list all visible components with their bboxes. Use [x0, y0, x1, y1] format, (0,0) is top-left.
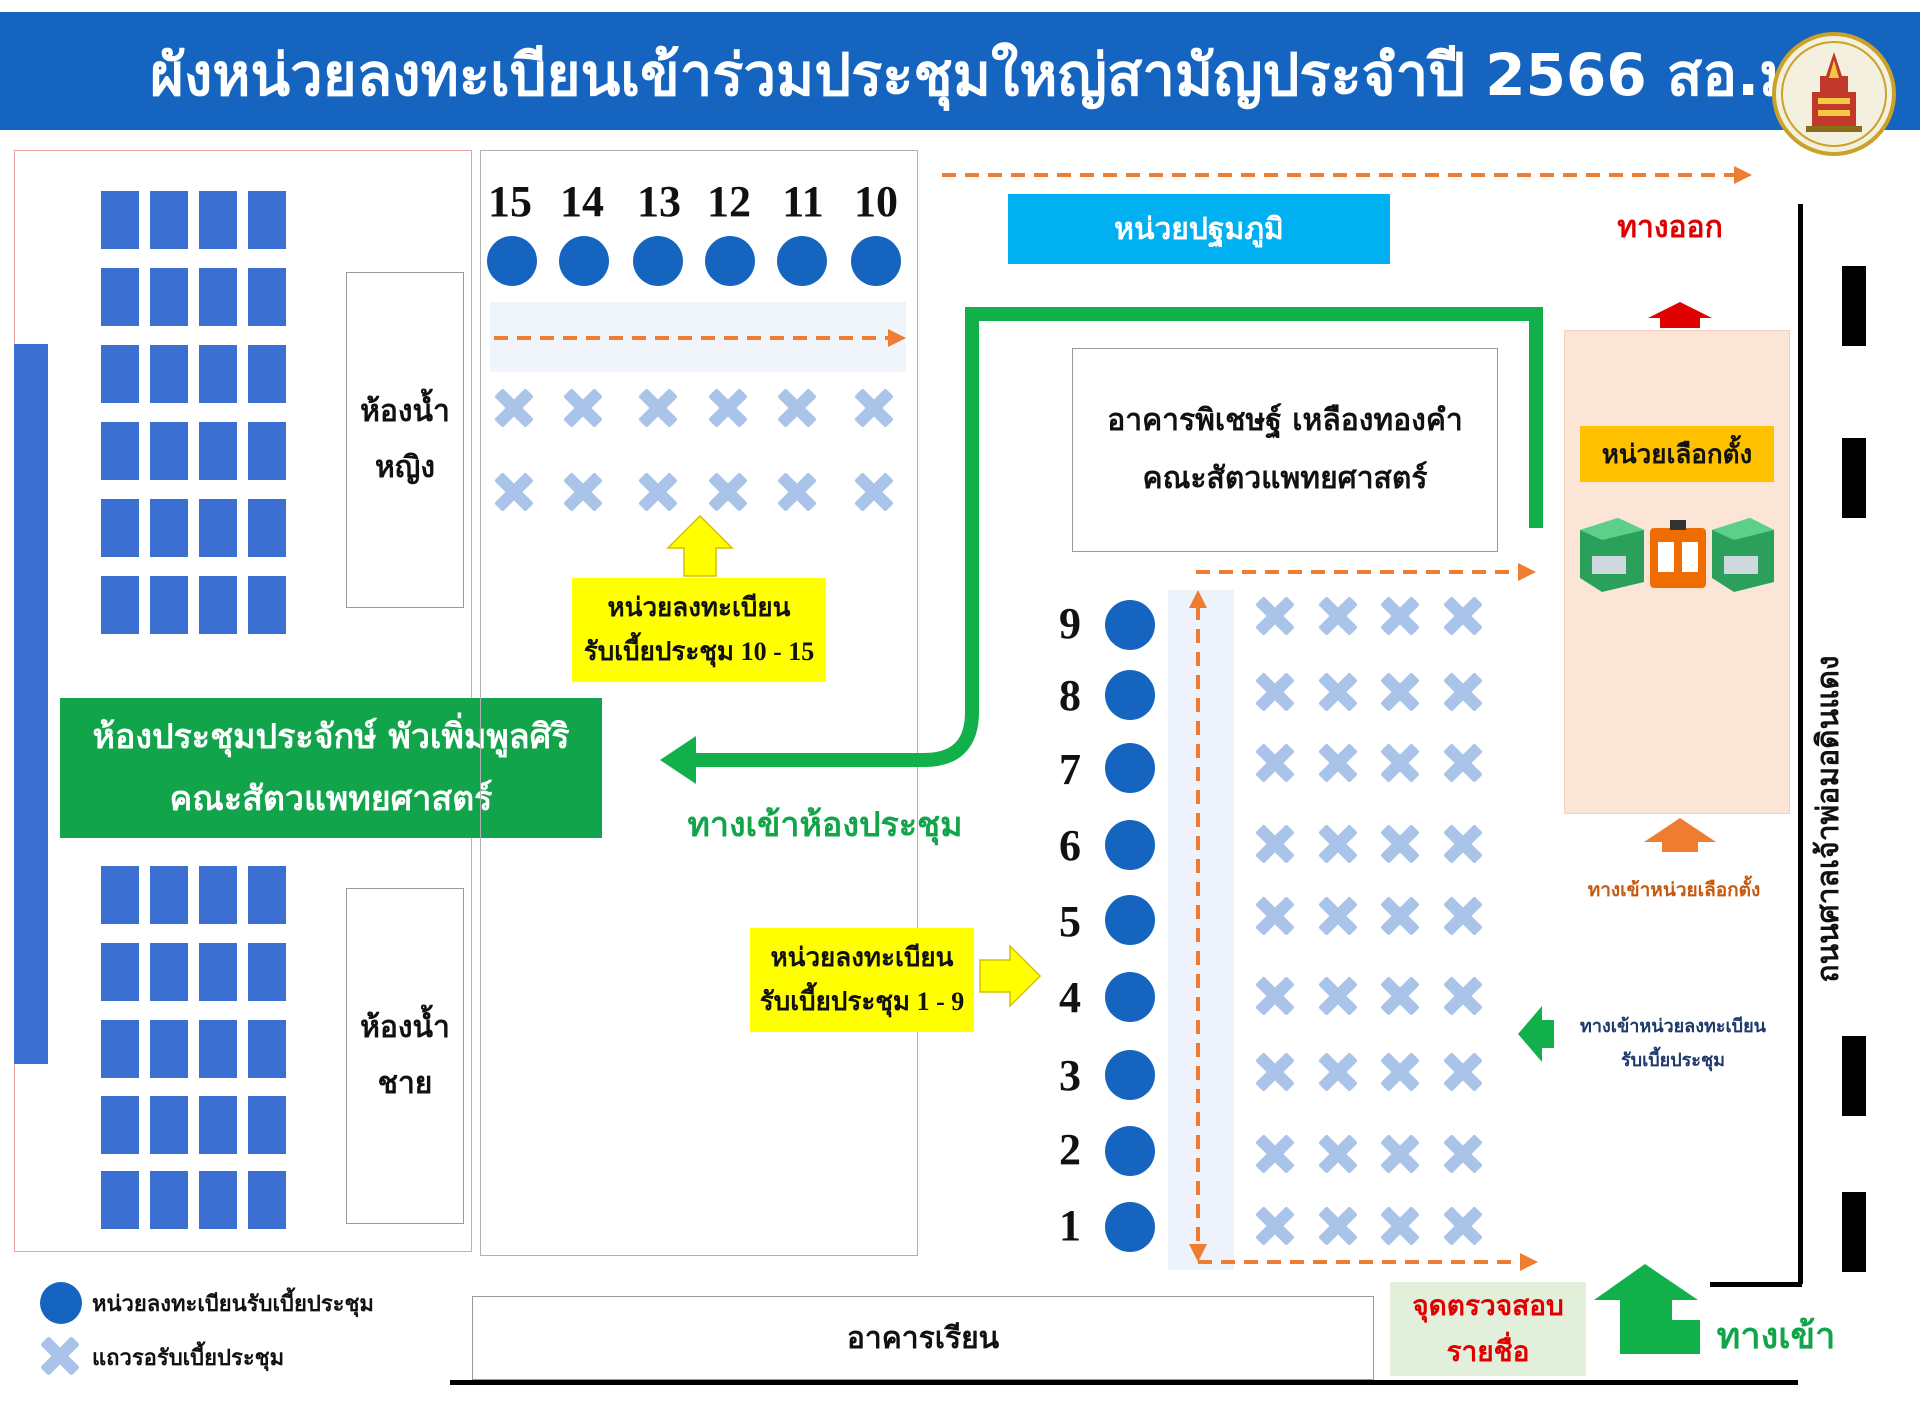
unit-circle-3	[1105, 1050, 1155, 1100]
unit-circle-6	[1105, 820, 1155, 870]
ladies-restroom: ห้องน้ำ หญิง	[346, 272, 464, 608]
unit-circle-5	[1105, 895, 1155, 945]
registration-label-10-15: หน่วยลงทะเบียน รับเบี้ยประชุม 10 - 15	[572, 578, 826, 682]
unit-number-5: 5	[1059, 897, 1081, 946]
unit-number-2: 2	[1059, 1125, 1081, 1174]
bottom-dashed-arrow	[1198, 1253, 1538, 1271]
unit-number-7: 7	[1059, 745, 1081, 794]
road-dash	[1842, 266, 1866, 346]
election-entrance-orange-arrow	[1644, 818, 1716, 852]
election-unit-label: หน่วยเลือกตั้ง	[1580, 426, 1774, 482]
road-dash	[1842, 1192, 1866, 1272]
meeting-entrance-label: ทางเข้าห้องประชุม	[687, 805, 963, 845]
classroom-building: อาคารเรียน	[472, 1296, 1374, 1380]
queue-vertical-dashed-arrow	[1189, 590, 1207, 1262]
yellow-up-arrow	[666, 514, 734, 577]
registration-entrance-green-arrow	[1518, 1006, 1554, 1062]
registration-label-1-9-line-1: หน่วยลงทะเบียน	[770, 943, 954, 972]
mens-restroom-label-1: ห้องน้ำ	[360, 1010, 450, 1045]
unit-circle-9	[1105, 600, 1155, 650]
unit-circle-4	[1105, 972, 1155, 1022]
pichet-building-faculty: คณะสัตวแพทยศาสตร์	[1142, 461, 1428, 496]
meeting-room-faculty: คณะสัตวแพทยศาสตร์	[169, 779, 493, 819]
unit-circle-7	[1105, 743, 1155, 793]
unit-circle-8	[1105, 670, 1155, 720]
university-seal-icon	[1772, 32, 1896, 156]
stage-bar	[14, 344, 48, 1064]
unit-number-1: 1	[1059, 1201, 1081, 1250]
name-check-label-2: รายชื่อ	[1446, 1335, 1530, 1368]
mens-restroom-label-2: ชาย	[377, 1066, 433, 1101]
corridor-dashed-arrow	[494, 329, 906, 347]
mens-restroom: ห้องน้ำ ชาย	[346, 888, 464, 1224]
unit-circle-1	[1105, 1202, 1155, 1252]
unit-circle-13	[633, 236, 683, 286]
road-dash	[1842, 1036, 1866, 1116]
exit-label: ทางออก	[1617, 209, 1723, 245]
unit-number-13: 13	[637, 177, 681, 226]
unit-number-8: 8	[1059, 671, 1081, 720]
ballot-box-icon	[1574, 512, 1780, 594]
unit-number-3: 3	[1059, 1051, 1081, 1100]
unit-number-9: 9	[1059, 599, 1081, 648]
unit-number-14: 14	[560, 177, 604, 226]
registration-entrance-label-2: รับเบี้ยประชุม	[1620, 1050, 1726, 1071]
unit-circle-10	[851, 236, 901, 286]
election-entrance-label: ทางเข้าหน่วยเลือกตั้ง	[1587, 879, 1761, 901]
ladies-restroom-label-1: ห้องน้ำ	[360, 394, 450, 429]
meeting-room-name: ห้องประชุมประจักษ์ พัวเพิ่มพูลศิริ	[92, 717, 570, 757]
unit-circle-15	[487, 236, 537, 286]
exit-route-dashed-arrow	[942, 166, 1752, 184]
meeting-room-label: ห้องประชุมประจักษ์ พัวเพิ่มพูลศิริ คณะสั…	[60, 698, 602, 838]
yellow-right-arrow	[979, 944, 1042, 1008]
header-bar	[0, 12, 1920, 130]
road-edge-line	[1798, 204, 1803, 1284]
name-check-point: จุดตรวจสอบ รายชื่อ	[1390, 1282, 1586, 1376]
entrance-label: ทางเข้า	[1716, 1315, 1836, 1357]
registration-label-1-9-line-2: รับเบี้ยประชุม 1 - 9	[759, 987, 965, 1016]
walkway-strip-top	[490, 302, 906, 372]
unit-circle-12	[705, 236, 755, 286]
unit-number-12: 12	[707, 177, 751, 226]
unit-circle-2	[1105, 1126, 1155, 1176]
main-entrance-green-arrow	[1594, 1264, 1700, 1354]
gate-boundary-line	[1710, 1282, 1802, 1287]
registration-label-10-15-line-1: หน่วยลงทะเบียน	[607, 593, 791, 622]
unit-number-6: 6	[1059, 821, 1081, 870]
pichet-building: อาคารพิเชษฐ์ เหลืองทองคำ คณะสัตวแพทยศาสต…	[1072, 348, 1498, 552]
meeting-entrance-green-path	[660, 307, 1543, 784]
ladies-restroom-label-2: หญิง	[375, 450, 435, 485]
bottom-boundary-line	[450, 1380, 1798, 1385]
unit-number-10: 10	[854, 177, 898, 226]
first-aid-unit: หน่วยปฐมภูมิ	[1008, 194, 1390, 264]
registration-entrance-label: ทางเข้าหน่วยลงทะเบียน รับเบี้ยประชุม	[1560, 1006, 1786, 1082]
road-dash	[1842, 438, 1866, 518]
pichet-building-name: อาคารพิเชษฐ์ เหลืองทองคำ	[1107, 403, 1463, 438]
walkway-strip-side	[1168, 590, 1234, 1270]
legend-unit-icon	[40, 1282, 82, 1324]
registration-corridor	[480, 150, 918, 1256]
unit-number-4: 4	[1059, 973, 1081, 1022]
registration-label-10-15-line-2: รับเบี้ยประชุม 10 - 15	[583, 637, 815, 666]
name-check-label-1: จุดตรวจสอบ	[1412, 1289, 1564, 1322]
unit-number-15: 15	[488, 177, 532, 226]
legend-queue-label: แถวรอรับเบี้ยประชุม	[92, 1346, 285, 1371]
unit-circle-14	[559, 236, 609, 286]
legend-unit-label: หน่วยลงทะเบียนรับเบี้ยประชุม	[92, 1292, 374, 1317]
unit-number-11: 11	[782, 177, 824, 226]
registration-label-1-9: หน่วยลงทะเบียน รับเบี้ยประชุม 1 - 9	[750, 928, 974, 1032]
election-dashed-arrow	[1196, 563, 1536, 581]
page-title: ผังหน่วยลงทะเบียนเข้าร่วมประชุมใหญ่สามัญ…	[150, 41, 1860, 109]
unit-circle-11	[777, 236, 827, 286]
exit-red-arrow	[1648, 302, 1712, 328]
registration-entrance-label-1: ทางเข้าหน่วยลงทะเบียน	[1580, 1016, 1766, 1037]
